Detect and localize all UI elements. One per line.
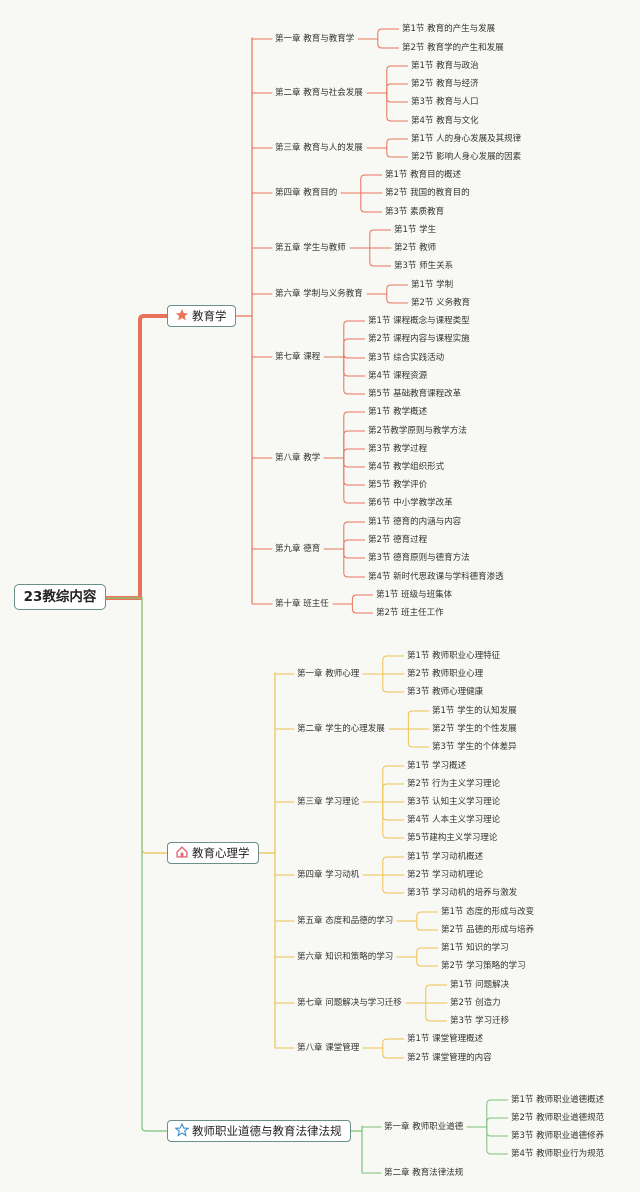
- section-topic[interactable]: 第3节 素质教育: [385, 207, 445, 217]
- chapter-topic[interactable]: 第一章 教育与教育学: [275, 34, 355, 44]
- section-topic[interactable]: 第5节 基础教育课程改革: [368, 389, 462, 399]
- section-topic[interactable]: 第1节 学生: [394, 225, 437, 235]
- chapter-topic[interactable]: 第一章 教师职业道德: [384, 1122, 464, 1132]
- section-topic[interactable]: 第1节 课程概念与课程类型: [368, 316, 470, 326]
- section-topic[interactable]: 第2节 教育与经济: [411, 79, 479, 89]
- chapter-topic[interactable]: 第五章 学生与教师: [275, 243, 346, 253]
- section-topic[interactable]: 第3节 综合实践活动: [368, 353, 445, 363]
- section-topic[interactable]: 第3节 师生关系: [394, 261, 454, 271]
- root-topic[interactable]: 23教综内容: [14, 584, 106, 610]
- chapter-topic[interactable]: 第八章 课堂管理: [297, 1043, 360, 1053]
- section-topic[interactable]: 第1节 人的身心发展及其规律: [411, 134, 522, 144]
- section-topic[interactable]: 第6节 中小学教学改革: [368, 498, 453, 508]
- section-topic[interactable]: 第4节 教育与文化: [411, 116, 479, 126]
- section-topic[interactable]: 第1节 教师职业道德概述: [511, 1095, 605, 1105]
- section-topic[interactable]: 第2节 行为主义学习理论: [407, 779, 501, 789]
- section-topic[interactable]: 第2节 品德的形成与培养: [441, 925, 535, 935]
- section-topic[interactable]: 第1节 学生的认知发展: [432, 706, 517, 716]
- section-topic[interactable]: 第5节 教学评价: [368, 480, 428, 490]
- section-topic[interactable]: 第1节 课堂管理概述: [407, 1034, 484, 1044]
- section-topic[interactable]: 第2节 我国的教育目的: [385, 188, 470, 198]
- chapter-topic[interactable]: 第四章 教育目的: [275, 188, 338, 198]
- section-topic[interactable]: 第3节 教师心理健康: [407, 687, 484, 697]
- star-outline-icon: [175, 1123, 189, 1137]
- section-topic[interactable]: 第1节 班级与班集体: [376, 590, 453, 600]
- chapter-topic[interactable]: 第七章 问题解决与学习迁移: [297, 998, 402, 1008]
- section-topic[interactable]: 第3节 教育与人口: [411, 97, 479, 107]
- section-topic[interactable]: 第4节 教学组织形式: [368, 462, 445, 472]
- section-topic[interactable]: 第3节 教师职业道德修养: [511, 1131, 605, 1141]
- chapter-topic[interactable]: 第三章 教育与人的发展: [275, 143, 363, 153]
- branch-topic[interactable]: 教育心理学: [167, 842, 259, 864]
- section-topic[interactable]: 第3节 学习动机的培养与激发: [407, 888, 518, 898]
- section-topic[interactable]: 第1节 德育的内涵与内容: [368, 517, 462, 527]
- chapter-topic[interactable]: 第六章 学制与义务教育: [275, 289, 363, 299]
- section-topic[interactable]: 第2节 教育学的产生和发展: [402, 43, 504, 53]
- section-topic[interactable]: 第3节 认知主义学习理论: [407, 797, 501, 807]
- section-topic[interactable]: 第2节 学习策略的学习: [441, 961, 526, 971]
- section-topic[interactable]: 第3节 学习迁移: [450, 1016, 510, 1026]
- section-topic[interactable]: 第1节 教育目的概述: [385, 170, 462, 180]
- section-topic[interactable]: 第1节 教育与政治: [411, 61, 479, 71]
- section-topic[interactable]: 第2节 创造力: [450, 998, 501, 1008]
- home-icon: [176, 846, 188, 858]
- section-topic[interactable]: 第2节教学原则与教学方法: [368, 426, 467, 436]
- chapter-topic[interactable]: 第十章 班主任: [275, 599, 329, 609]
- section-topic[interactable]: 第1节 学习动机概述: [407, 852, 484, 862]
- section-topic[interactable]: 第1节 教育的产生与发展: [402, 24, 496, 34]
- chapter-topic[interactable]: 第五章 态度和品德的学习: [297, 916, 394, 926]
- section-topic[interactable]: 第3节 学生的个体差异: [432, 742, 517, 752]
- star-filled-icon: [175, 309, 189, 321]
- section-topic[interactable]: 第2节 班主任工作: [376, 608, 444, 618]
- section-topic[interactable]: 第1节 学制: [411, 280, 454, 290]
- chapter-topic[interactable]: 第六章 知识和策略的学习: [297, 952, 394, 962]
- chapter-topic[interactable]: 第七章 课程: [275, 352, 321, 362]
- chapter-topic[interactable]: 第三章 学习理论: [297, 797, 360, 807]
- section-topic[interactable]: 第1节 态度的形成与改变: [441, 907, 535, 917]
- chapter-topic[interactable]: 第二章 教育法律法规: [384, 1168, 464, 1178]
- chapter-topic[interactable]: 第二章 教育与社会发展: [275, 88, 363, 98]
- section-topic[interactable]: 第2节 教师职业道德规范: [511, 1113, 605, 1123]
- section-topic[interactable]: 第2节 影响人身心发展的因素: [411, 152, 522, 162]
- section-topic[interactable]: 第2节 德育过程: [368, 535, 428, 545]
- section-topic[interactable]: 第4节 课程资源: [368, 371, 428, 381]
- section-topic[interactable]: 第1节 学习概述: [407, 761, 467, 771]
- section-topic[interactable]: 第3节 德育原则与德育方法: [368, 553, 470, 563]
- section-topic[interactable]: 第2节 教师职业心理: [407, 669, 484, 679]
- section-topic[interactable]: 第3节 教学过程: [368, 444, 428, 454]
- section-topic[interactable]: 第1节 问题解决: [450, 980, 510, 990]
- section-topic[interactable]: 第2节 教师: [394, 243, 437, 253]
- section-topic[interactable]: 第1节 教学概述: [368, 407, 428, 417]
- section-topic[interactable]: 第2节 课程内容与课程实施: [368, 334, 470, 344]
- chapter-topic[interactable]: 第四章 学习动机: [297, 870, 360, 880]
- branch-label: 教育心理学: [192, 846, 250, 860]
- section-topic[interactable]: 第4节 人本主义学习理论: [407, 815, 501, 825]
- section-topic[interactable]: 第4节 新时代思政课与学科德育渗透: [368, 572, 504, 582]
- section-topic[interactable]: 第4节 教师职业行为规范: [511, 1149, 605, 1159]
- branch-topic[interactable]: 教育学: [167, 305, 236, 327]
- section-topic[interactable]: 第2节 课堂管理的内容: [407, 1053, 492, 1063]
- section-topic[interactable]: 第2节 义务教育: [411, 298, 471, 308]
- section-topic[interactable]: 第1节 教师职业心理特征: [407, 651, 501, 661]
- branch-label: 教师职业道德与教育法律法规: [192, 1124, 342, 1138]
- chapter-topic[interactable]: 第八章 教学: [275, 453, 321, 463]
- branch-label: 教育学: [192, 309, 227, 323]
- chapter-topic[interactable]: 第二章 学生的心理发展: [297, 724, 385, 734]
- chapter-topic[interactable]: 第九章 德育: [275, 544, 321, 554]
- section-topic[interactable]: 第5节建构主义学习理论: [407, 833, 498, 843]
- section-topic[interactable]: 第1节 知识的学习: [441, 943, 509, 953]
- branch-topic[interactable]: 教师职业道德与教育法律法规: [167, 1120, 351, 1142]
- section-topic[interactable]: 第2节 学生的个性发展: [432, 724, 517, 734]
- chapter-topic[interactable]: 第一章 教师心理: [297, 669, 360, 679]
- section-topic[interactable]: 第2节 学习动机理论: [407, 870, 484, 880]
